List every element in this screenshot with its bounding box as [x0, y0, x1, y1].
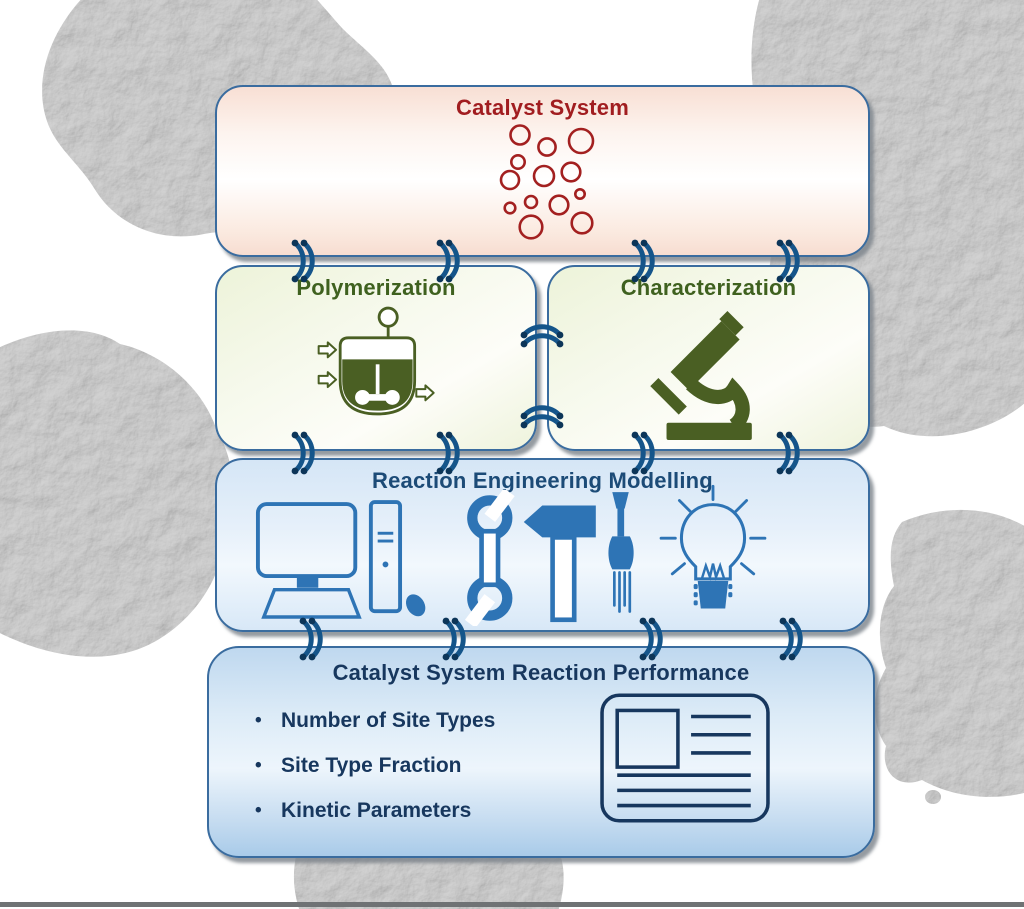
link-connector-icon — [289, 429, 315, 477]
reaction-engineering-modelling-box: Reaction Engineering Modelling — [215, 458, 870, 632]
link-connector-icon — [518, 324, 566, 350]
link-connector-icon — [774, 237, 800, 285]
link-connector-icon — [289, 237, 315, 285]
microscope-icon — [650, 311, 752, 440]
bullet-label: Site Type Fraction — [281, 753, 462, 777]
lightbulb-idea-icon — [659, 484, 767, 609]
characterization-title: Characterization — [620, 275, 797, 300]
wrench-hammer-screwdriver-tools-icon — [464, 490, 634, 626]
link-connector-icon — [777, 615, 803, 663]
particle-bottom-center — [293, 845, 564, 909]
bullet-label: Number of Site Types — [281, 708, 496, 732]
desktop-computer-icon — [255, 500, 426, 619]
bottom-edge-strip — [0, 902, 1024, 907]
particle-left — [0, 330, 234, 657]
reaction-engineering-modelling-title: Reaction Engineering Modelling — [372, 468, 713, 493]
bullet-icon: • — [255, 709, 262, 731]
link-connector-icon — [297, 615, 323, 663]
list-item: • Kinetic Parameters — [255, 788, 495, 833]
catalyst-particle-circles-icon — [499, 124, 595, 240]
characterization-box: Characterization — [547, 265, 870, 451]
performance-bullet-list: • Number of Site Types • Site Type Fract… — [255, 698, 495, 833]
bullet-icon: • — [255, 799, 262, 821]
catalyst-system-title: Catalyst System — [456, 95, 629, 120]
performance-title: Catalyst System Reaction Performance — [332, 660, 750, 685]
stirred-tank-reactor-icon — [317, 306, 435, 416]
link-connector-icon — [637, 615, 663, 663]
particle-speck — [925, 790, 941, 804]
catalyst-system-box: Catalyst System — [215, 85, 870, 257]
link-connector-icon — [774, 429, 800, 477]
particle-bottom-right — [874, 509, 1024, 797]
link-connector-icon — [434, 429, 460, 477]
list-item: • Number of Site Types — [255, 698, 495, 743]
polymerization-title: Polymerization — [296, 275, 456, 300]
bullet-label: Kinetic Parameters — [281, 798, 472, 822]
polymerization-box: Polymerization — [215, 265, 537, 451]
link-connector-icon — [434, 237, 460, 285]
report-document-icon — [600, 693, 770, 823]
link-connector-icon — [440, 615, 466, 663]
link-connector-icon — [518, 405, 566, 431]
bullet-icon: • — [255, 754, 262, 776]
link-connector-icon — [629, 429, 655, 477]
list-item: • Site Type Fraction — [255, 743, 495, 788]
link-connector-icon — [629, 237, 655, 285]
catalyst-system-reaction-performance-box: Catalyst System Reaction Performance • N… — [207, 646, 875, 858]
